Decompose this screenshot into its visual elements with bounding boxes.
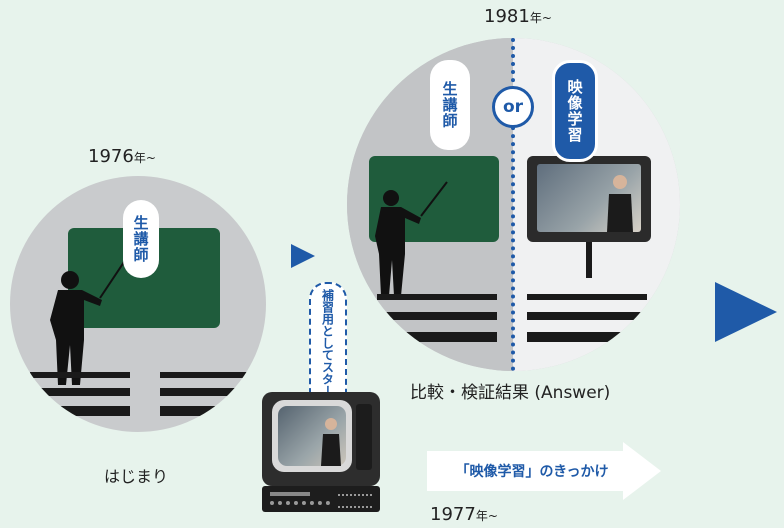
deck-display (338, 494, 372, 508)
seat-row (160, 406, 266, 416)
video-deck (262, 486, 380, 512)
supplement-year-suffix: 年~ (475, 509, 498, 523)
stage2-video-label: 映像学習 (565, 79, 584, 143)
deck-buttons (270, 501, 330, 509)
seat-row (10, 406, 130, 416)
seat-row (527, 312, 667, 320)
tv-control-panel (356, 404, 372, 470)
stage2-year: 1981年~ (484, 6, 552, 27)
stage2-caption: 比較・検証結果 (Answer) (410, 383, 611, 403)
stage1-year-suffix: 年~ (133, 151, 156, 165)
seat-row (527, 294, 647, 300)
trigger-arrow-label: 「映像学習」のきっかけ (455, 464, 609, 480)
comparison-divider (511, 38, 515, 371)
stage2-teacher-label: 生講師 (440, 81, 459, 129)
seat-row (160, 388, 260, 396)
seat-row (527, 332, 680, 342)
stage1-year: 1976年~ (88, 146, 156, 167)
seat-row (357, 312, 497, 320)
deck-slot (270, 492, 310, 496)
stage2-comparison-circle: 生講師 映像学習 or (347, 38, 680, 371)
stage1-teacher-label: 生講師 (131, 215, 150, 263)
stage2-teacher-pill: 生講師 (430, 60, 470, 150)
presenter-figure (607, 175, 633, 232)
next-arrow-small (291, 244, 315, 268)
seat-row (377, 294, 497, 300)
seat-row (30, 372, 130, 378)
stage1-year-number: 1976 (88, 146, 134, 167)
stage2-year-number: 1981 (484, 6, 530, 27)
supplement-tag-label: 補習用としてスタート (320, 289, 335, 409)
trigger-arrow-shape (427, 442, 661, 500)
stage1-teacher-pill: 生講師 (123, 200, 159, 278)
teacher-silhouette (50, 260, 127, 385)
stage2-video-pill: 映像学習 (552, 60, 598, 162)
supplement-year: 1977年~ (430, 504, 498, 525)
stage2-year-suffix: 年~ (529, 11, 552, 25)
tv-screen (272, 400, 352, 472)
seat-row (160, 372, 250, 378)
monitor-stand (586, 242, 592, 278)
seat-row (20, 388, 130, 396)
stage1-caption: はじまり (104, 467, 169, 486)
presenter-figure (321, 418, 341, 466)
next-arrow-large (715, 282, 777, 342)
supplement-year-number: 1977 (430, 504, 476, 525)
seat-row (347, 332, 497, 342)
video-monitor (527, 156, 651, 242)
stage1-lecture-circle: 生講師 (10, 176, 266, 432)
teacher-silhouette (375, 181, 448, 296)
retro-tv (262, 392, 380, 486)
or-badge: or (492, 86, 534, 128)
